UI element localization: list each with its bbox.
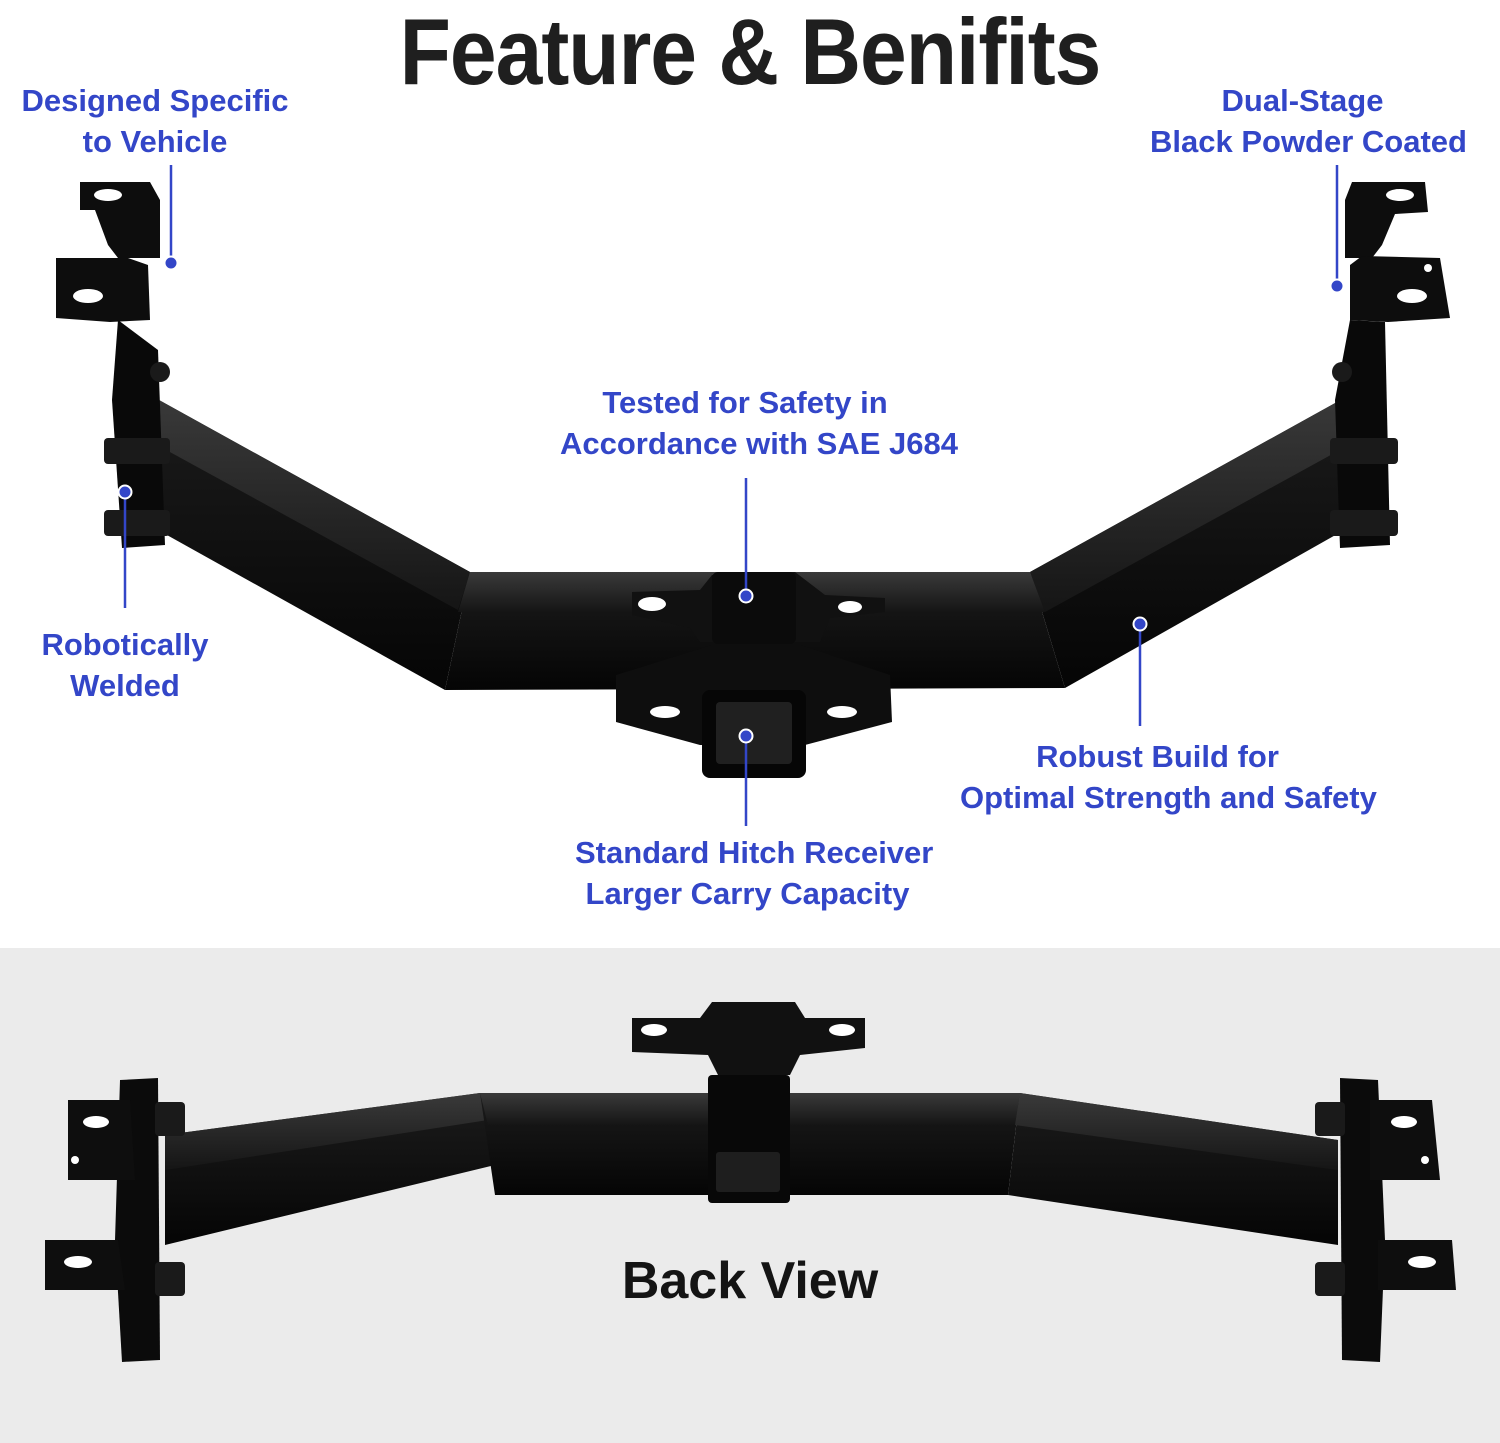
callout-line: Accordance with SAE J684 <box>560 426 958 461</box>
callout-line: Larger Carry Capacity <box>585 876 910 911</box>
front-left-bracket <box>56 182 170 548</box>
callout-line: Tested for Safety in <box>602 385 888 420</box>
leader-dot-receiver <box>738 728 754 744</box>
callout-line: Optimal Strength and Safety <box>960 780 1377 815</box>
back-hitch <box>45 1002 1456 1362</box>
back-right-bracket <box>1315 1078 1456 1362</box>
back-left-bracket <box>45 1078 185 1362</box>
callout-robust-build: Robust Build for Optimal Strength and Sa… <box>960 736 1377 818</box>
callout-designed-specific: Designed Specific to Vehicle <box>20 80 290 162</box>
callout-leaders <box>117 165 1345 826</box>
leader-dot-designed <box>163 255 179 271</box>
callout-line: Standard Hitch Receiver <box>575 835 934 870</box>
leader-dot-robotic <box>117 484 133 500</box>
callout-standard-receiver: Standard Hitch Receiver Larger Carry Cap… <box>575 832 934 914</box>
callout-line: Robust Build for <box>1036 739 1279 774</box>
callout-robotically-welded: Robotically Welded <box>40 624 210 706</box>
callout-line: Welded <box>70 668 180 703</box>
front-right-bracket <box>1330 182 1450 548</box>
callout-line: Designed Specific <box>21 83 289 118</box>
callout-dual-stage: Dual-Stage Black Powder Coated <box>1150 80 1467 162</box>
page-title: Feature & Benifits <box>399 0 1102 105</box>
leader-dot-tested <box>738 588 754 604</box>
back-view-label: Back View <box>621 1252 879 1310</box>
leader-dot-robust <box>1132 616 1148 632</box>
callout-tested-safety: Tested for Safety in Accordance with SAE… <box>560 382 958 464</box>
callout-line: Black Powder Coated <box>1150 124 1467 159</box>
callout-line: Robotically <box>41 627 209 662</box>
front-hitch <box>56 182 1450 778</box>
callout-line: Dual-Stage <box>1221 83 1384 118</box>
leader-dot-dual-stage <box>1329 278 1345 294</box>
callout-line: to Vehicle <box>82 124 228 159</box>
front-receiver-assembly <box>616 572 892 778</box>
